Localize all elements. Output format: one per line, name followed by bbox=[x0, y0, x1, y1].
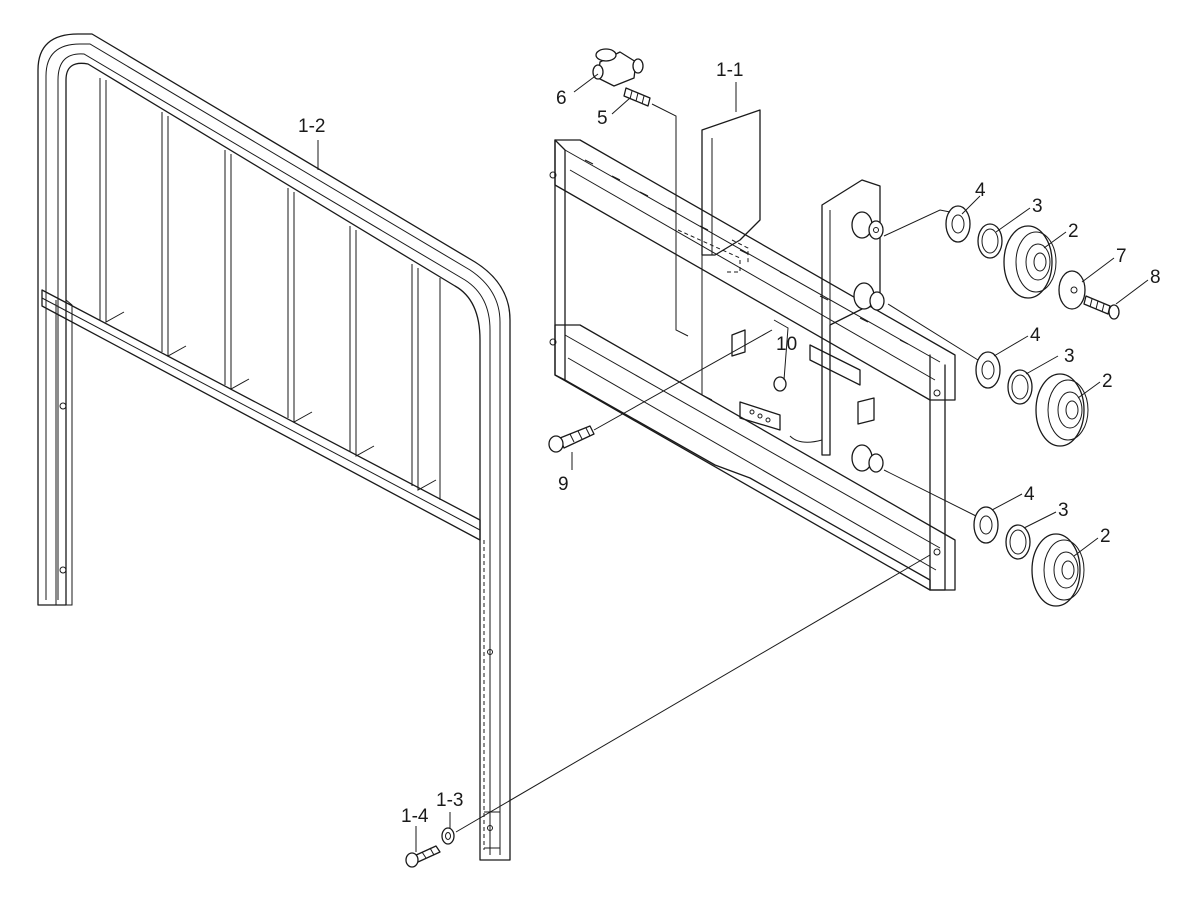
carriage-frame bbox=[549, 109, 956, 591]
roller-studs bbox=[851, 211, 885, 473]
callout-1-3: 1-3 bbox=[436, 790, 463, 811]
callout-3-mid: 3 bbox=[1064, 346, 1075, 367]
shim-3-mid bbox=[1007, 369, 1033, 405]
roller-2-mid bbox=[1035, 373, 1089, 447]
nut-9 bbox=[773, 376, 787, 392]
callout-3-top: 3 bbox=[1032, 196, 1043, 217]
washer-1-3 bbox=[441, 827, 455, 845]
callout-3-bottom: 3 bbox=[1058, 500, 1069, 521]
washer-4-top bbox=[945, 205, 971, 243]
pin-6 bbox=[592, 48, 644, 87]
roller-2-top bbox=[1003, 225, 1057, 299]
set-screw-5 bbox=[623, 87, 651, 107]
callout-1-1: 1-1 bbox=[716, 60, 743, 81]
callout-1-2: 1-2 bbox=[298, 116, 325, 137]
bolt-10 bbox=[548, 425, 595, 453]
callout-2-bottom: 2 bbox=[1100, 526, 1111, 547]
callout-4-bottom: 4 bbox=[1024, 484, 1035, 505]
callout-7: 7 bbox=[1116, 246, 1127, 267]
callout-8: 8 bbox=[1150, 267, 1161, 288]
callout-2-mid: 2 bbox=[1102, 371, 1113, 392]
shim-3-bottom bbox=[1005, 524, 1031, 560]
callout-2-top: 2 bbox=[1068, 221, 1079, 242]
washer-7 bbox=[1058, 270, 1086, 310]
callout-4-top: 4 bbox=[975, 180, 986, 201]
callout-labels: 1-2 1-1 6 5 4 3 2 7 8 4 3 2 10 4 3 2 9 1… bbox=[298, 60, 1161, 827]
callout-5: 5 bbox=[597, 108, 608, 129]
callout-4-mid: 4 bbox=[1030, 325, 1041, 346]
roller-2-bottom bbox=[1031, 533, 1085, 607]
shim-3-top bbox=[977, 223, 1003, 259]
callout-9: 10 bbox=[776, 334, 797, 355]
bolt-8 bbox=[1083, 295, 1120, 320]
load-backrest bbox=[37, 33, 511, 861]
callout-1-4: 1-4 bbox=[401, 806, 429, 827]
washer-4-mid bbox=[975, 351, 1001, 389]
bolt-1-4 bbox=[405, 845, 441, 868]
leader-lines bbox=[317, 73, 1149, 852]
callout-10: 9 bbox=[558, 474, 569, 495]
washer-4-bottom bbox=[973, 506, 999, 544]
callout-6: 6 bbox=[556, 88, 567, 109]
